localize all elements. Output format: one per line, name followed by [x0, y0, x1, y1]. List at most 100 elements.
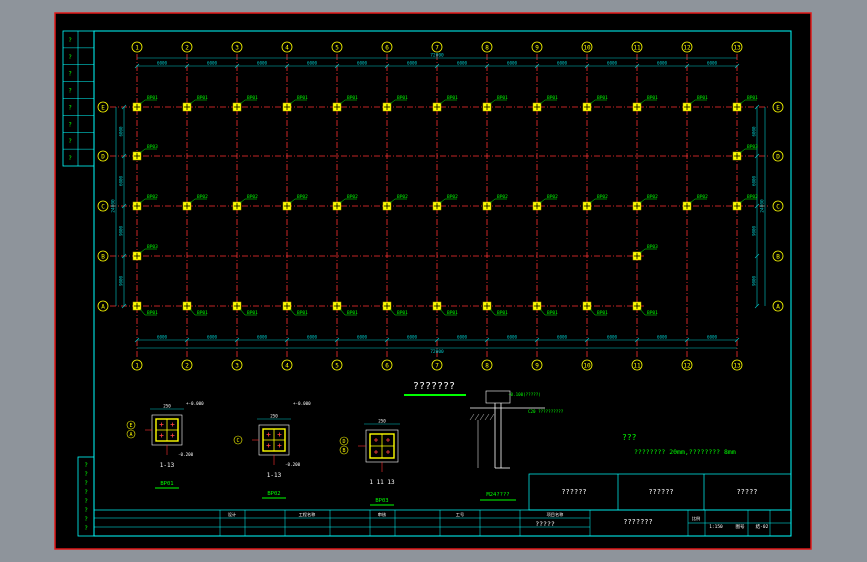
- dim-text-bottom: 6000: [507, 335, 518, 340]
- column-leader: [139, 308, 157, 316]
- axis-bubble-bottom: [581, 359, 593, 371]
- column-tag: BP01: [447, 95, 458, 101]
- column-tag: BP03: [647, 244, 658, 250]
- dim-tick: [634, 63, 640, 69]
- column-leader: [339, 99, 357, 105]
- column-leader: [489, 198, 507, 204]
- axis-bubble-top: [731, 41, 743, 53]
- column-tag: BP02: [347, 194, 358, 200]
- dim-text-bottom: 6000: [607, 335, 618, 340]
- title-field-label: 工程名称: [299, 511, 316, 518]
- dim-text-top: 6000: [357, 61, 368, 66]
- column-leader: [239, 99, 257, 105]
- axis-bubble-bottom: [631, 359, 643, 371]
- dim-tick: [534, 337, 540, 343]
- axis-bubble-top: [231, 41, 243, 53]
- hatch: [484, 413, 490, 421]
- dim-text-bottom: 6000: [457, 335, 468, 340]
- axis-label-top: 10: [583, 45, 591, 52]
- detail-name: BP01: [160, 481, 173, 487]
- dim-text-top: 6000: [257, 61, 268, 66]
- strip-bottom-text: ?: [84, 507, 88, 514]
- dim-text-top: 6000: [557, 61, 568, 66]
- axis-label-bottom: 4: [285, 363, 289, 370]
- detail-axes-label: 1-13: [160, 462, 175, 469]
- column-tag: BP02: [697, 194, 708, 200]
- axis-label-top: 12: [683, 45, 691, 52]
- dim-tick: [334, 337, 340, 343]
- column-tag: BP01: [547, 310, 558, 316]
- axis-label-bottom: 11: [633, 363, 641, 370]
- strip-row-text: ?: [68, 155, 72, 162]
- row-bubble-right: [772, 250, 784, 262]
- column-leader: [739, 148, 757, 154]
- axis-label-bottom: 13: [733, 363, 741, 370]
- title-drawing-name: ?????: [535, 520, 555, 528]
- axis-label-bottom: 10: [583, 363, 591, 370]
- axis-label-top: 4: [285, 45, 289, 52]
- column-leader: [189, 99, 207, 105]
- column-leader: [589, 308, 607, 316]
- dim-text-bottom: 6000: [657, 335, 668, 340]
- drawing-paper: [54, 12, 812, 550]
- axis-label-bottom: 8: [485, 363, 489, 370]
- column-leader: [539, 198, 557, 204]
- dim-text-top: 6000: [657, 61, 668, 66]
- axis-bubble-top: [181, 41, 193, 53]
- title-scale-value: 1:150: [709, 524, 723, 530]
- axis-label-bottom: 9: [535, 363, 539, 370]
- row-bubble-left: [97, 101, 109, 113]
- dim-tick: [121, 253, 127, 259]
- column-tag: BP01: [747, 95, 758, 101]
- dim-text-bottom: 6000: [707, 335, 718, 340]
- strip-row-text: ?: [68, 71, 72, 78]
- strip-bottom-text: ?: [84, 471, 88, 478]
- strip-bottom-text: ?: [84, 489, 88, 496]
- column-tag: BP01: [247, 310, 258, 316]
- column-tag: BP02: [247, 194, 258, 200]
- strip-bottom-text: ?: [84, 480, 88, 487]
- dim-tick: [384, 337, 390, 343]
- notes-line-1: ???????? 20mm,???????? 8mm: [634, 448, 736, 456]
- column-leader: [289, 308, 307, 316]
- column-tag: BP01: [197, 310, 208, 316]
- dim-tick: [734, 337, 740, 343]
- hatch: [489, 413, 495, 421]
- detail-name: BP02: [267, 491, 280, 497]
- column-tag: BP02: [397, 194, 408, 200]
- hatch: [479, 413, 485, 421]
- axis-label-bottom: 6: [385, 363, 389, 370]
- row-label-left: E: [101, 105, 105, 112]
- dim-tick: [754, 253, 760, 259]
- dim-total-right: 24000: [760, 199, 766, 213]
- column-leader: [389, 308, 407, 316]
- strip-bottom-text: ?: [84, 525, 88, 532]
- dim-text-bottom: 6000: [557, 335, 568, 340]
- dim-tick: [754, 104, 760, 110]
- detail-row-label: B: [342, 448, 345, 454]
- column-tag: BP01: [397, 95, 408, 101]
- row-bubble-left: [97, 300, 109, 312]
- notes-heading: ???: [622, 433, 637, 442]
- dim-total-left: 24000: [111, 199, 117, 213]
- column-leader: [539, 308, 557, 316]
- column-tag: BP01: [197, 95, 208, 101]
- dim-text-bottom: 6000: [357, 335, 368, 340]
- dim-tick: [121, 203, 127, 209]
- column-tag: BP02: [547, 194, 558, 200]
- column-leader: [689, 99, 707, 105]
- detail-row-label: A: [129, 432, 132, 438]
- dim-tick: [134, 337, 140, 343]
- axis-bubble-top: [281, 41, 293, 53]
- dim-tick: [734, 63, 740, 69]
- column-tag: BP03: [147, 144, 158, 150]
- axis-label-bottom: 7: [435, 363, 439, 370]
- column-leader: [689, 198, 707, 204]
- column-tag: BP01: [147, 310, 158, 316]
- column-tag: BP01: [147, 95, 158, 101]
- dim-tick: [234, 63, 240, 69]
- column-leader: [739, 99, 757, 105]
- detail-base-elev: -0.200: [178, 452, 194, 457]
- axis-bubble-top: [531, 41, 543, 53]
